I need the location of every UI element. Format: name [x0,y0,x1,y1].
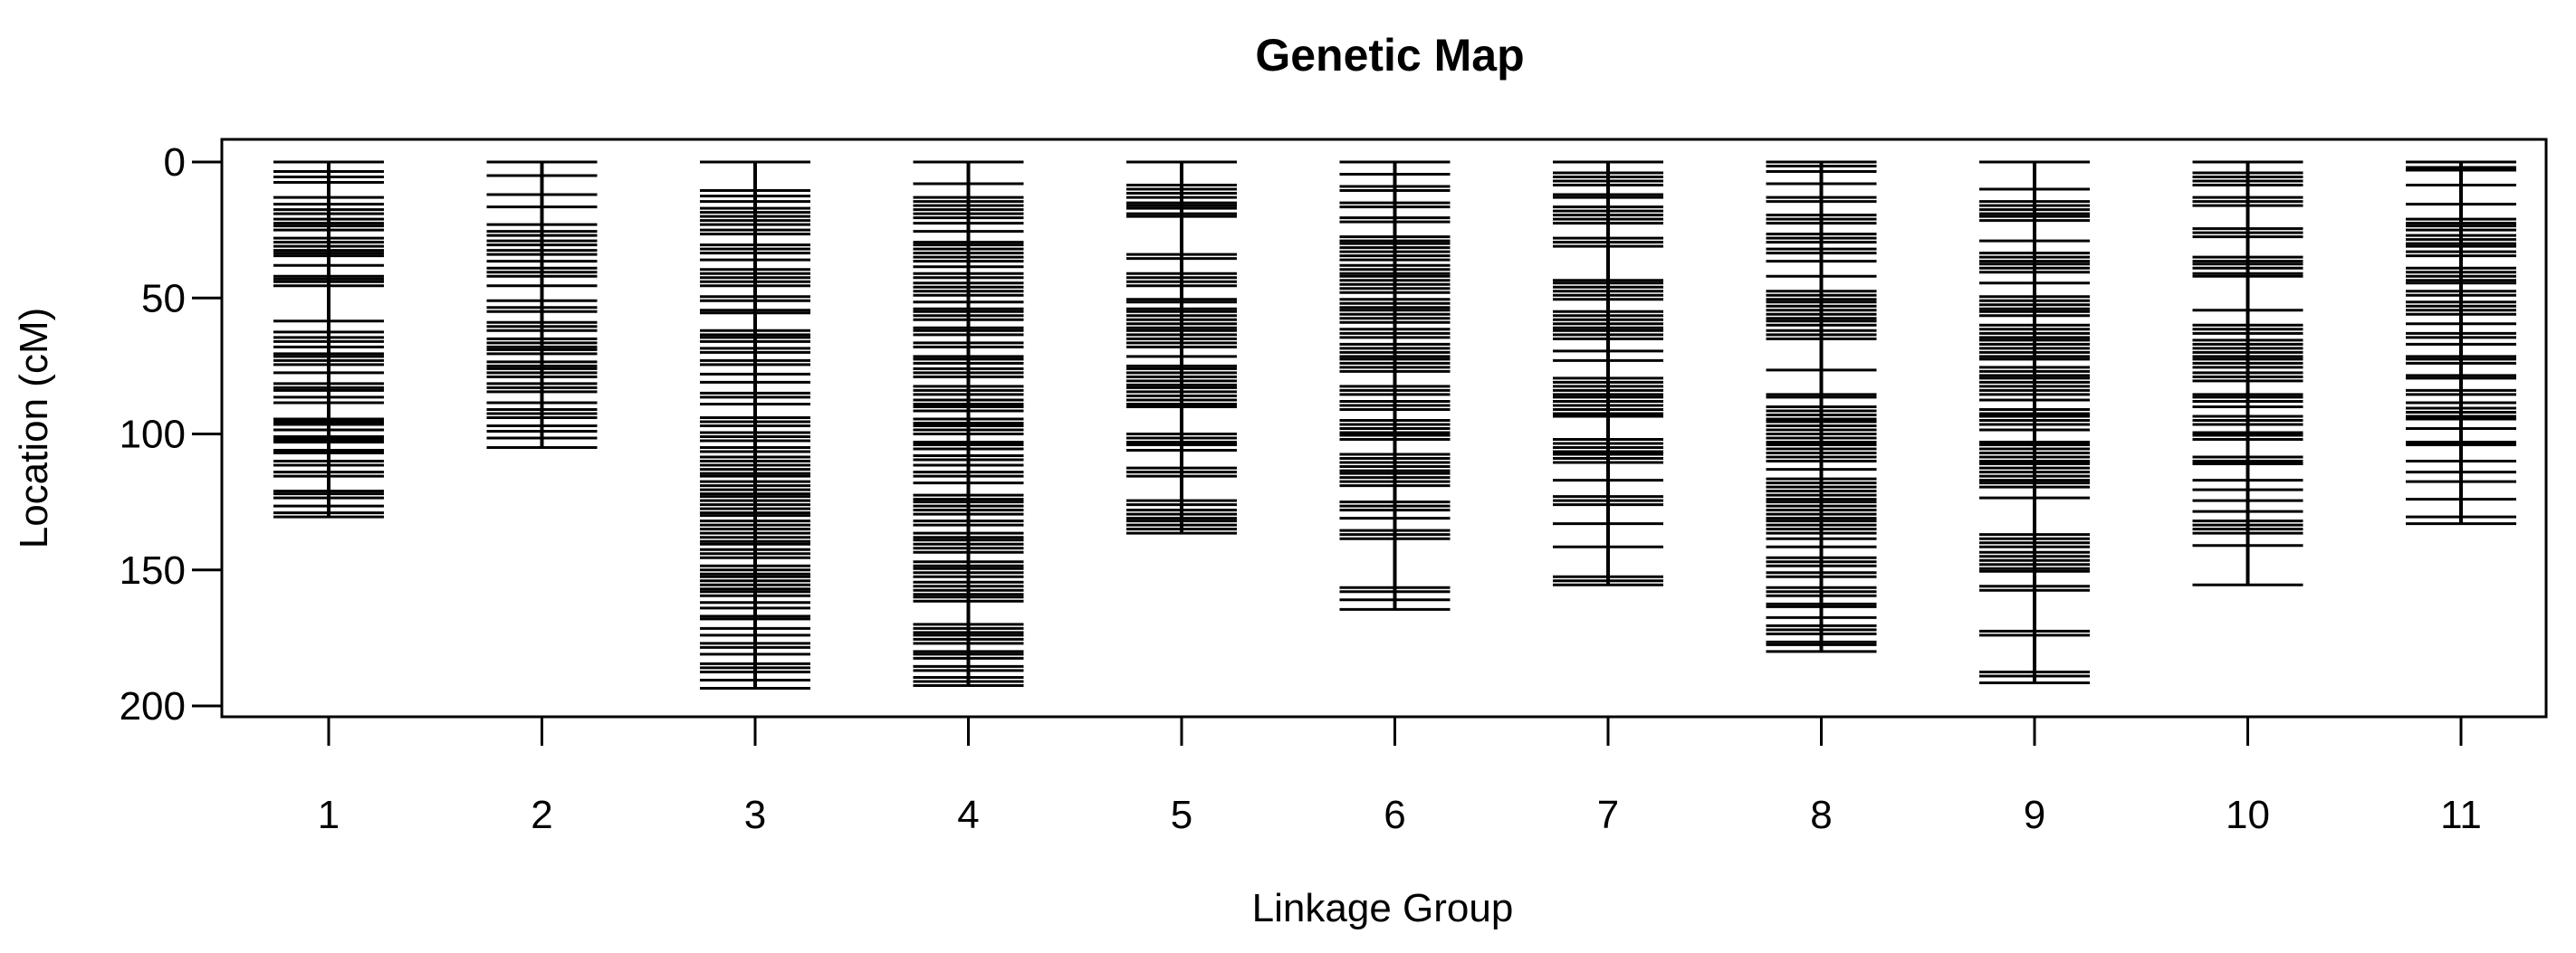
y-tick-label: 200 [120,684,186,729]
x-tick-label: 6 [1384,793,1405,837]
x-tick-label: 11 [2440,793,2482,837]
y-tick-label: 0 [164,140,186,185]
x-tick-label: 4 [957,793,979,837]
x-tick-label: 1 [318,793,340,837]
y-tick-label: 100 [120,413,186,457]
x-tick-label: 7 [1597,793,1619,837]
x-tick-label: 2 [531,793,552,837]
linkage-group-1 [273,160,384,519]
x-tick-label: 8 [1810,793,1832,837]
plot-content: 0 50 100 150 200 1 2 3 4 5 6 7 8 9 10 11 [120,140,2516,837]
x-tick-label: 9 [2024,793,2045,837]
linkage-group-10 [2192,160,2303,586]
y-tick-label: 50 [141,276,186,320]
x-tick-label: 10 [2226,793,2270,837]
linkage-group-3 [700,160,810,690]
plot-box [220,138,2548,719]
x-tick-label: 3 [744,793,766,837]
y-tick-label: 150 [120,548,186,593]
linkage-group-7 [1553,160,1663,586]
linkage-group-2 [486,160,598,450]
linkage-group-6 [1339,160,1451,611]
y-axis-label: Location (cM) [12,308,56,549]
x-axis-label: Linkage Group [1252,886,1514,930]
linkage-group-11 [2406,160,2516,526]
chart-title: Genetic Map [1255,30,1524,81]
x-tick-label: 5 [1171,793,1192,837]
linkage-group-8 [1766,160,1877,653]
linkage-group-9 [1979,160,2090,684]
linkage-group-4 [913,160,1024,687]
linkage-group-5 [1126,160,1237,535]
